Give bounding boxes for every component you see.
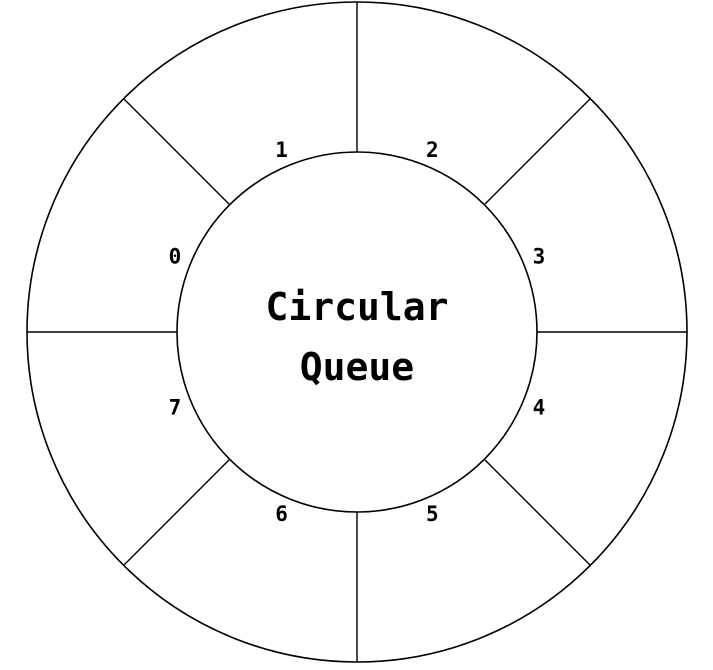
slot-index-label: 4 [533, 395, 546, 419]
slot-divider-line [123, 98, 231, 206]
slot-index-label: 0 [169, 245, 182, 269]
slot-divider-line [483, 458, 591, 566]
slot-index-label: 5 [426, 502, 439, 526]
title-line-2: Queue [300, 345, 414, 389]
slot-divider-line [123, 458, 231, 566]
slot-index-labels: 0 1 2 3 4 5 6 7 [169, 138, 546, 526]
slot-index-label: 7 [169, 395, 182, 419]
slot-dividers [27, 2, 687, 662]
inner-ring [176, 151, 538, 513]
slot-index-label: 3 [533, 245, 546, 269]
slot-index-label: 2 [426, 138, 439, 162]
title-line-1: Circular [265, 285, 448, 329]
slot-index-label: 1 [275, 138, 288, 162]
slot-divider-line [483, 98, 591, 206]
slot-index-label: 6 [275, 502, 288, 526]
